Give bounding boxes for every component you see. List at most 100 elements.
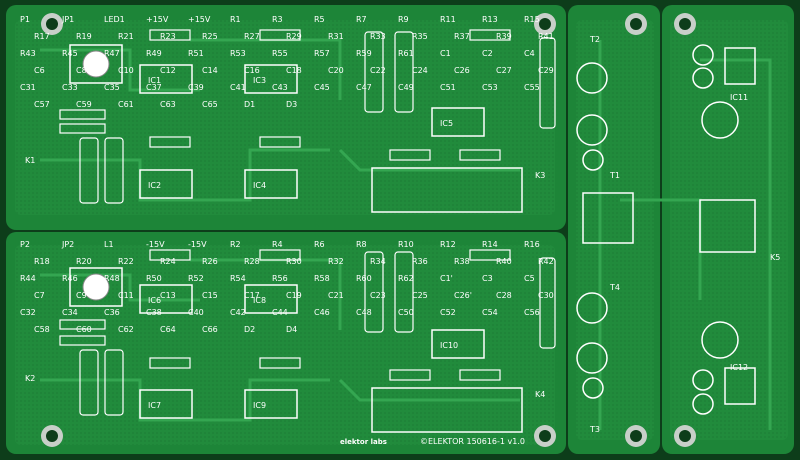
label-r20: R20 xyxy=(76,257,92,266)
label-c61: C61 xyxy=(118,100,134,109)
label-r40: R40 xyxy=(496,257,512,266)
label-c26: C26 xyxy=(454,66,470,75)
label-r5: R5 xyxy=(314,15,325,24)
label-c29: C29 xyxy=(538,66,554,75)
label-r25: R25 xyxy=(202,32,218,41)
label-c8: C8 xyxy=(76,66,87,75)
label-r52: R52 xyxy=(188,274,204,283)
connector-strips xyxy=(371,167,756,433)
label-k3: K3 xyxy=(535,171,545,180)
label-r48: R48 xyxy=(104,274,120,283)
label-ic8: IC8 xyxy=(253,296,266,305)
label-c1-: C1' xyxy=(440,274,453,283)
label-k2: K2 xyxy=(25,374,35,383)
label-c34: C34 xyxy=(62,308,78,317)
label-ic12: IC12 xyxy=(730,363,748,372)
label-k4: K4 xyxy=(535,390,545,399)
label-c10: C10 xyxy=(118,66,134,75)
label-c54: C54 xyxy=(482,308,498,317)
ic-footprints xyxy=(139,47,756,419)
label-c23: C23 xyxy=(370,291,386,300)
label-c42: C42 xyxy=(230,308,246,317)
label-c26-: C26' xyxy=(454,291,472,300)
label-c49: C49 xyxy=(398,83,414,92)
label-c4: C4 xyxy=(524,49,535,58)
label-r11: R11 xyxy=(440,15,456,24)
label--15v: -15V xyxy=(188,240,207,249)
label-c2: C2 xyxy=(482,49,493,58)
label-r12: R12 xyxy=(440,240,456,249)
label-c66: C66 xyxy=(202,325,218,334)
label-c58: C58 xyxy=(34,325,50,334)
label-c16: C16 xyxy=(244,66,260,75)
label-r19: R19 xyxy=(76,32,92,41)
label-c62: C62 xyxy=(118,325,134,334)
label-r26: R26 xyxy=(202,257,218,266)
label-c46: C46 xyxy=(314,308,330,317)
label-ic6: IC6 xyxy=(148,296,161,305)
label-r53: R53 xyxy=(230,49,246,58)
label-c7: C7 xyxy=(34,291,45,300)
label-c27: C27 xyxy=(496,66,512,75)
label-c30: C30 xyxy=(538,291,554,300)
label-r35: R35 xyxy=(412,32,428,41)
label-c39: C39 xyxy=(188,83,204,92)
label-r8: R8 xyxy=(356,240,367,249)
label-c17: C17 xyxy=(244,291,260,300)
label-c53: C53 xyxy=(482,83,498,92)
label-c41: C41 xyxy=(230,83,246,92)
label-r13: R13 xyxy=(482,15,498,24)
label-c57: C57 xyxy=(34,100,50,109)
label-ic7: IC7 xyxy=(148,401,161,410)
label-c33: C33 xyxy=(62,83,78,92)
label-p2: P2 xyxy=(20,240,30,249)
label-r42: R42 xyxy=(538,257,554,266)
label-r27: R27 xyxy=(244,32,260,41)
label-r32: R32 xyxy=(328,257,344,266)
label-r54: R54 xyxy=(230,274,246,283)
label-c15: C15 xyxy=(202,291,218,300)
label-r3: R3 xyxy=(272,15,283,24)
label-r31: R31 xyxy=(328,32,344,41)
label-c60: C60 xyxy=(76,325,92,334)
label-ic3: IC3 xyxy=(253,76,266,85)
label-c24: C24 xyxy=(412,66,428,75)
label-r33: R33 xyxy=(370,32,386,41)
label-r2: R2 xyxy=(230,240,241,249)
label-r21: R21 xyxy=(118,32,134,41)
label-c11: C11 xyxy=(118,291,134,300)
label-c32: C32 xyxy=(20,308,36,317)
label-r6: R6 xyxy=(314,240,325,249)
label-r38: R38 xyxy=(454,257,470,266)
label-r43: R43 xyxy=(20,49,36,58)
label-ic5: IC5 xyxy=(440,119,453,128)
label-r23: R23 xyxy=(160,32,176,41)
label-ic1: IC1 xyxy=(148,76,161,85)
label-d3: D3 xyxy=(286,100,297,109)
label-c1: C1 xyxy=(440,49,451,58)
label-c51: C51 xyxy=(440,83,456,92)
label-c14: C14 xyxy=(202,66,218,75)
label-c47: C47 xyxy=(356,83,372,92)
label-r28: R28 xyxy=(244,257,260,266)
label-t2: T2 xyxy=(589,35,600,44)
label-c28: C28 xyxy=(496,291,512,300)
ground-plane xyxy=(15,20,788,445)
label-r55: R55 xyxy=(272,49,288,58)
label-r17: R17 xyxy=(34,32,50,41)
label-c44: C44 xyxy=(272,308,288,317)
label-c38: C38 xyxy=(146,308,162,317)
label-c56: C56 xyxy=(524,308,540,317)
label-r16: R16 xyxy=(524,240,540,249)
label-c9: C9 xyxy=(76,291,87,300)
label-c20: C20 xyxy=(328,66,344,75)
silkscreen-labels: IC1IC2IC3IC4IC5IC6IC7IC8IC9IC10IC11IC12K… xyxy=(20,15,780,434)
label-c55: C55 xyxy=(524,83,540,92)
label-r47: R47 xyxy=(104,49,120,58)
label-c3: C3 xyxy=(482,274,493,283)
label-r30: R30 xyxy=(286,257,302,266)
label-c31: C31 xyxy=(20,83,36,92)
potentiometers xyxy=(69,44,123,307)
label-c18: C18 xyxy=(286,66,302,75)
